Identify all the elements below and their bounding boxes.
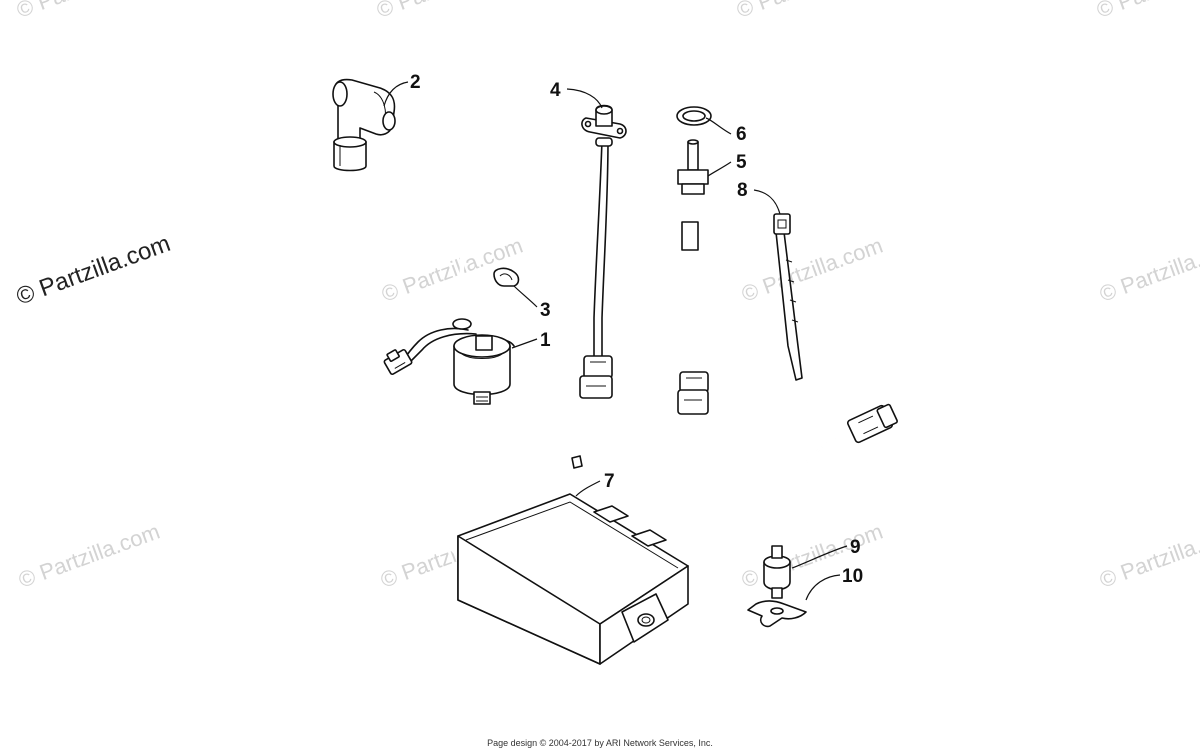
- watermark: © Partzilla.com: [1096, 519, 1200, 593]
- callouts: 2 1 3 4 6 5 8 7 9 10: [410, 72, 863, 587]
- watermark: © Partzilla.com: [373, 0, 521, 23]
- callout-9[interactable]: 9: [850, 537, 861, 558]
- callout-1[interactable]: 1: [540, 330, 551, 351]
- ecu-module-part-7[interactable]: [442, 455, 689, 665]
- watermark-main: © Partzilla.com: [13, 230, 174, 311]
- callout-5[interactable]: 5: [736, 152, 747, 173]
- leader-lines: [383, 81, 848, 601]
- footer-copyright: Page design © 2004-2017 by ARI Network S…: [487, 738, 713, 748]
- washer-part-10[interactable]: [747, 600, 807, 628]
- clip-part-3[interactable]: [493, 267, 520, 287]
- callout-3[interactable]: 3: [540, 300, 551, 321]
- temperature-sensor-part-5[interactable]: [677, 139, 709, 415]
- watermark-layer: © Partzilla.com © Partzilla.com © Partzi…: [13, 0, 1200, 593]
- watermark: © Partzilla.com: [1096, 233, 1200, 307]
- watermark: © Partzilla.com: [738, 233, 886, 307]
- watermark: © Partzilla.com: [1093, 0, 1200, 23]
- callout-6[interactable]: 6: [736, 124, 747, 145]
- callout-2[interactable]: 2: [410, 72, 421, 93]
- callout-10[interactable]: 10: [842, 566, 863, 587]
- watermark: © Partzilla.com: [733, 0, 881, 23]
- watermark: © Partzilla.com: [738, 519, 886, 593]
- watermark: © Partzilla.com: [13, 0, 161, 23]
- callout-7[interactable]: 7: [604, 471, 615, 492]
- callout-8[interactable]: 8: [737, 180, 748, 201]
- ignition-coil-part-1[interactable]: [382, 318, 515, 405]
- sensor-part-4[interactable]: [579, 104, 627, 399]
- callout-4[interactable]: 4: [550, 80, 561, 101]
- o-ring-part-6[interactable]: [676, 106, 712, 126]
- cable-tie-part-8[interactable]: [773, 213, 803, 381]
- knock-sensor-part-9[interactable]: [763, 402, 899, 599]
- spark-plug-cap-part-2[interactable]: [332, 78, 465, 321]
- watermark: © Partzilla.com: [15, 519, 163, 593]
